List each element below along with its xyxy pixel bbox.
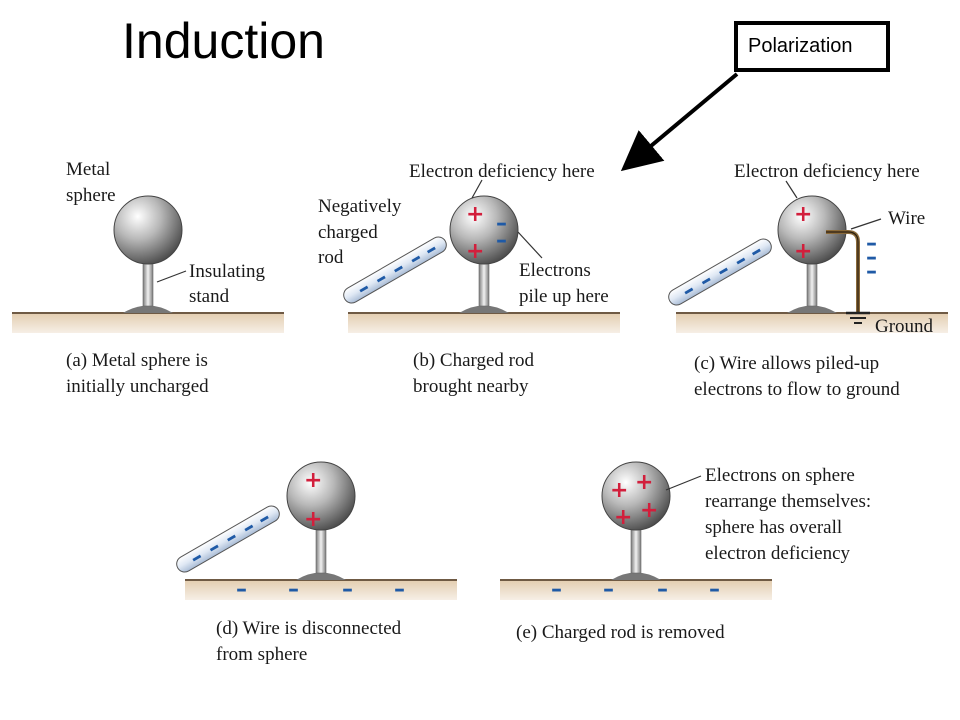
plus-charge: +: [794, 202, 812, 227]
label-ground: Ground: [875, 316, 934, 337]
panel-e: + + + + – – – – Electrons on sphere rear…: [500, 461, 871, 643]
label-sphere: sphere: [66, 185, 116, 206]
label-deficiency-b: Electron deficiency here: [409, 161, 595, 182]
metal-sphere: [601, 461, 671, 531]
plus-charge: +: [635, 470, 653, 495]
svg-text:–: –: [603, 577, 614, 602]
plus-charge: +: [640, 498, 658, 523]
plus-charge: +: [610, 478, 628, 503]
charged-rod: – – – – –: [668, 238, 772, 306]
charged-rod: – – – – –: [343, 236, 447, 304]
svg-text:–: –: [394, 577, 405, 602]
label-negatively: Negatively: [318, 196, 402, 217]
ground-surface: [348, 313, 620, 333]
caption-b-line2: brought nearby: [413, 376, 529, 397]
caption-a-line1: (a) Metal sphere is: [66, 350, 208, 371]
label-rearrange-2: rearrange themselves:: [705, 491, 871, 512]
ground-surface: [676, 313, 948, 333]
minus-charge: –: [496, 211, 507, 236]
svg-text:–: –: [236, 577, 247, 602]
caption-a-line2: initially uncharged: [66, 376, 209, 397]
ground-surface: [12, 313, 284, 333]
svg-text:–: –: [657, 577, 668, 602]
label-wire: Wire: [888, 208, 925, 229]
caption-b-line1: (b) Charged rod: [413, 350, 535, 371]
polarization-arrow: [620, 72, 739, 172]
panel-c: – – – – – + + – – – Electron deficiency …: [668, 161, 948, 400]
svg-text:–: –: [551, 577, 562, 602]
svg-text:–: –: [866, 245, 877, 270]
label-metal: Metal: [66, 159, 110, 180]
metal-sphere: [286, 461, 356, 531]
caption-e: (e) Charged rod is removed: [516, 622, 725, 643]
panel-a: Metal sphere Insulating stand (a) Metal …: [12, 159, 284, 397]
plus-charge: +: [466, 202, 484, 227]
minus-charge: –: [496, 228, 507, 253]
slide-title: Induction: [122, 13, 325, 69]
metal-sphere: [449, 195, 519, 265]
svg-text:–: –: [342, 577, 353, 602]
metal-sphere: [113, 195, 183, 265]
plus-charge: +: [304, 468, 322, 493]
label-insulating: Insulating: [189, 261, 265, 282]
label-electrons: Electrons: [519, 260, 591, 281]
svg-text:–: –: [866, 259, 877, 284]
label-charged: charged: [318, 222, 378, 243]
label-deficiency-c: Electron deficiency here: [734, 161, 920, 182]
svg-text:–: –: [866, 231, 877, 256]
caption-d-line1: (d) Wire is disconnected: [216, 618, 402, 639]
caption-d-line2: from sphere: [216, 644, 307, 665]
caption-c-line1: (c) Wire allows piled-up: [694, 353, 879, 374]
plus-charge: +: [614, 505, 632, 530]
plus-charge: +: [304, 507, 322, 532]
caption-c-line2: electrons to flow to ground: [694, 379, 900, 400]
label-rearrange-1: Electrons on sphere: [705, 465, 855, 486]
plus-charge: +: [794, 239, 812, 264]
label-pile-up: pile up here: [519, 286, 609, 307]
label-rod: rod: [318, 247, 344, 268]
label-rearrange-3: sphere has overall: [705, 517, 842, 538]
charged-rod: – – – – –: [176, 505, 280, 573]
ground-surface: [500, 580, 772, 600]
svg-text:–: –: [709, 577, 720, 602]
label-stand: stand: [189, 286, 230, 307]
panel-b: – – – – – + + – – Electron deficiency he…: [318, 161, 620, 397]
stand-base: [123, 305, 173, 313]
svg-text:–: –: [288, 577, 299, 602]
label-rearrange-4: electron deficiency: [705, 543, 851, 564]
polarization-callout: Polarization: [734, 21, 890, 72]
insulating-stand: [142, 261, 154, 307]
panel-d: – – – – – + + – – – – (d) Wire is discon…: [176, 461, 457, 665]
ground-surface: [185, 580, 457, 600]
plus-charge: +: [466, 239, 484, 264]
